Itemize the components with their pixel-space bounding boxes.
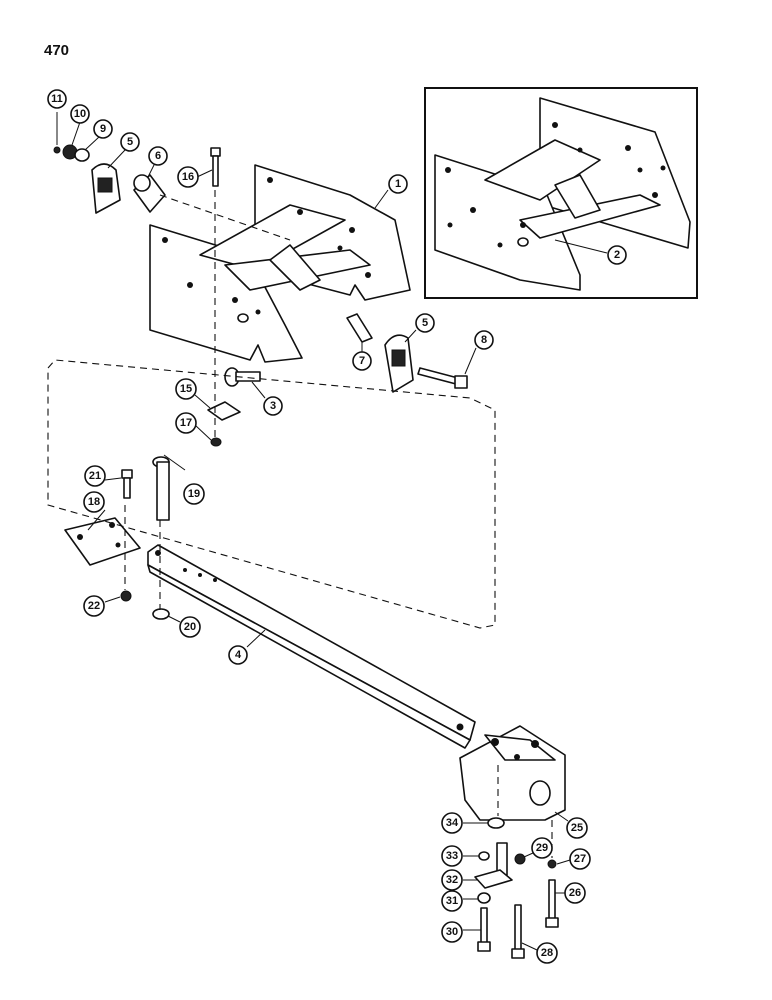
main-frame-assembly — [149, 164, 411, 363]
bolt-26 — [545, 879, 559, 928]
pin-19 — [152, 454, 186, 521]
bolt-21 — [121, 469, 133, 499]
drawbar — [147, 544, 476, 749]
svg-text:15: 15 — [180, 383, 192, 395]
svg-text:18: 18 — [88, 496, 100, 508]
svg-text:10: 10 — [74, 108, 86, 120]
lug-plate-lower — [384, 334, 414, 393]
callout-1: 1 — [388, 174, 408, 194]
svg-text:30: 30 — [446, 926, 458, 938]
callout-3: 3 — [263, 396, 283, 416]
callout-21: 21 — [84, 465, 106, 487]
svg-text:3: 3 — [270, 400, 276, 412]
callout-29: 29 — [531, 837, 553, 859]
callout-11: 11 — [47, 89, 67, 109]
callout-27: 27 — [569, 848, 591, 870]
svg-text:27: 27 — [574, 853, 586, 865]
callout-33: 33 — [441, 845, 463, 867]
callout-28: 28 — [536, 942, 558, 964]
svg-text:2: 2 — [614, 249, 620, 261]
callout-34: 34 — [441, 812, 463, 834]
callout-7: 7 — [352, 351, 372, 371]
callout-31: 31 — [441, 890, 463, 912]
alignment-lines — [47, 190, 553, 858]
svg-text:6: 6 — [155, 150, 161, 162]
bolt-16 — [210, 147, 221, 187]
washer-stack — [53, 144, 90, 162]
svg-text:20: 20 — [184, 621, 196, 633]
lug-plate-upper — [91, 163, 121, 214]
inset-frame-assembly — [434, 97, 691, 291]
nut-17 — [210, 437, 222, 447]
nut-22 — [120, 590, 132, 602]
spacer-tube — [133, 174, 166, 213]
svg-text:4: 4 — [235, 649, 242, 661]
callout-4: 4 — [228, 645, 248, 665]
svg-text:9: 9 — [100, 123, 106, 135]
nut-27 — [547, 859, 557, 869]
callout-16: 16 — [177, 166, 199, 188]
washer-34 — [487, 817, 505, 829]
callout-6: 6 — [148, 146, 168, 166]
bolt-28 — [511, 904, 525, 959]
leader-lines — [56, 112, 608, 951]
callout-20: 20 — [179, 616, 201, 638]
page-number: 470 — [44, 42, 70, 59]
washer-33 — [478, 851, 490, 861]
callout-5a: 5 — [120, 132, 140, 152]
callout-9: 9 — [93, 119, 113, 139]
callout-10: 10 — [70, 104, 90, 124]
svg-text:1: 1 — [395, 178, 401, 190]
callout-18: 18 — [83, 491, 105, 513]
nut-29 — [514, 853, 526, 865]
inset-frame — [424, 87, 698, 299]
callout-32: 32 — [441, 869, 463, 891]
svg-text:26: 26 — [569, 887, 581, 899]
callout-8: 8 — [474, 330, 494, 350]
bracket-18 — [64, 517, 141, 566]
svg-text:21: 21 — [89, 470, 101, 482]
callout-19: 19 — [183, 483, 205, 505]
svg-text:31: 31 — [446, 895, 458, 907]
clip-20 — [152, 608, 170, 620]
callout-2: 2 — [607, 245, 627, 265]
svg-text:5: 5 — [127, 136, 133, 148]
callout-5b: 5 — [415, 313, 435, 333]
callout-22: 22 — [83, 595, 105, 617]
svg-text:17: 17 — [180, 417, 192, 429]
callout-30: 30 — [441, 921, 463, 943]
pin-7 — [346, 313, 373, 343]
svg-text:29: 29 — [536, 842, 548, 854]
svg-text:8: 8 — [481, 334, 487, 346]
svg-text:34: 34 — [446, 817, 459, 829]
svg-text:22: 22 — [88, 600, 100, 612]
svg-text:32: 32 — [446, 874, 458, 886]
svg-text:5: 5 — [422, 317, 428, 329]
svg-text:33: 33 — [446, 850, 458, 862]
pin-plate-32 — [474, 842, 513, 889]
svg-text:7: 7 — [359, 355, 365, 367]
bolt-3 — [224, 367, 261, 387]
washer-31 — [477, 892, 491, 904]
bolt-8 — [417, 367, 468, 389]
hitch-casting — [459, 725, 566, 821]
callout-25: 25 — [566, 817, 588, 839]
svg-text:11: 11 — [51, 93, 63, 105]
plate-15 — [207, 401, 241, 421]
callout-26: 26 — [564, 882, 586, 904]
svg-text:16: 16 — [182, 171, 194, 183]
bolt-30 — [477, 907, 491, 952]
svg-text:28: 28 — [541, 947, 553, 959]
callout-15: 15 — [175, 378, 197, 400]
svg-text:19: 19 — [188, 488, 200, 500]
callout-17: 17 — [175, 412, 197, 434]
svg-text:25: 25 — [571, 822, 583, 834]
